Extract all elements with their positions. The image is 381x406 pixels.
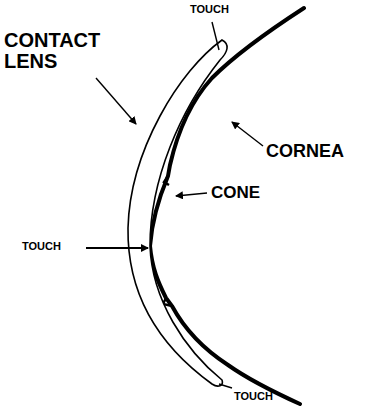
part-label: TOUCH <box>22 241 61 253</box>
part-label: CONE <box>211 184 260 202</box>
leader-line <box>86 247 148 249</box>
leader-line <box>96 78 136 124</box>
leader-line <box>219 384 232 388</box>
cone-bump <box>164 176 169 185</box>
leader-line <box>176 193 207 196</box>
contact-lens <box>128 40 227 386</box>
part-label: TOUCH <box>234 391 273 403</box>
leader-line <box>232 122 263 146</box>
leader-line <box>212 22 219 50</box>
part-label: CORNEA <box>266 142 344 161</box>
part-label: TOUCH <box>190 4 229 16</box>
part-label: CONTACT LENS <box>4 30 124 72</box>
